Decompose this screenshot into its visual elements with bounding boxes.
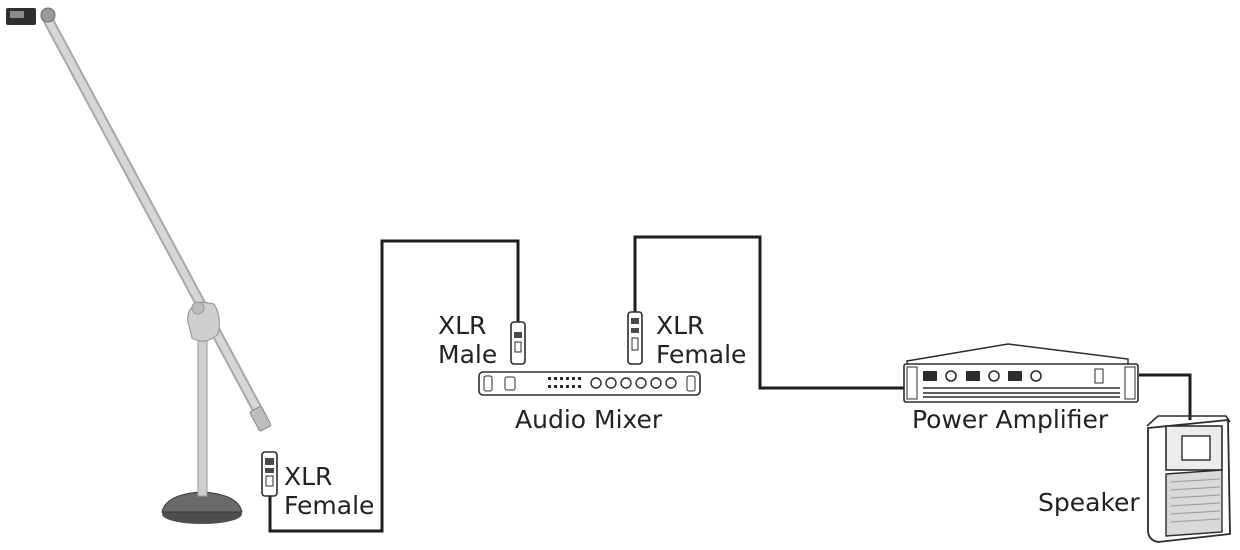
label-xlr-female-mixer-line2: Female (656, 340, 747, 369)
cable-mic-to-mixer (268, 239, 520, 533)
cable-amplifier-to-speaker (1139, 373, 1192, 420)
counterweight (249, 406, 272, 432)
xlr-female-connector-mixer (627, 311, 643, 365)
label-xlr-male-line1: XLR (438, 311, 487, 340)
microphone-stand (6, 7, 272, 524)
label-xlr-female-mic-line1: XLR (284, 462, 333, 491)
label-power-amplifier: Power Amplifier (912, 405, 1109, 434)
cable-mixer-to-amplifier (633, 235, 904, 390)
label-audio-mixer: Audio Mixer (515, 405, 663, 434)
power-amplifier (903, 343, 1139, 403)
label-xlr-male-line2: Male (438, 340, 498, 369)
cables (268, 235, 1192, 533)
label-xlr-female-mixer-line1: XLR (656, 311, 705, 340)
audio-mixer-icon (478, 371, 701, 396)
xlr-female-connector-mic (261, 451, 278, 497)
xlr-male-connector-mixer (510, 321, 526, 365)
stand-pole (197, 329, 208, 497)
label-xlr-female-mic-line2: Female (284, 491, 375, 520)
audio-mixer (478, 371, 701, 396)
speaker (1146, 415, 1231, 543)
microphone (6, 7, 56, 25)
label-speaker: Speaker (1038, 488, 1140, 517)
power-amplifier-icon (906, 343, 1129, 366)
